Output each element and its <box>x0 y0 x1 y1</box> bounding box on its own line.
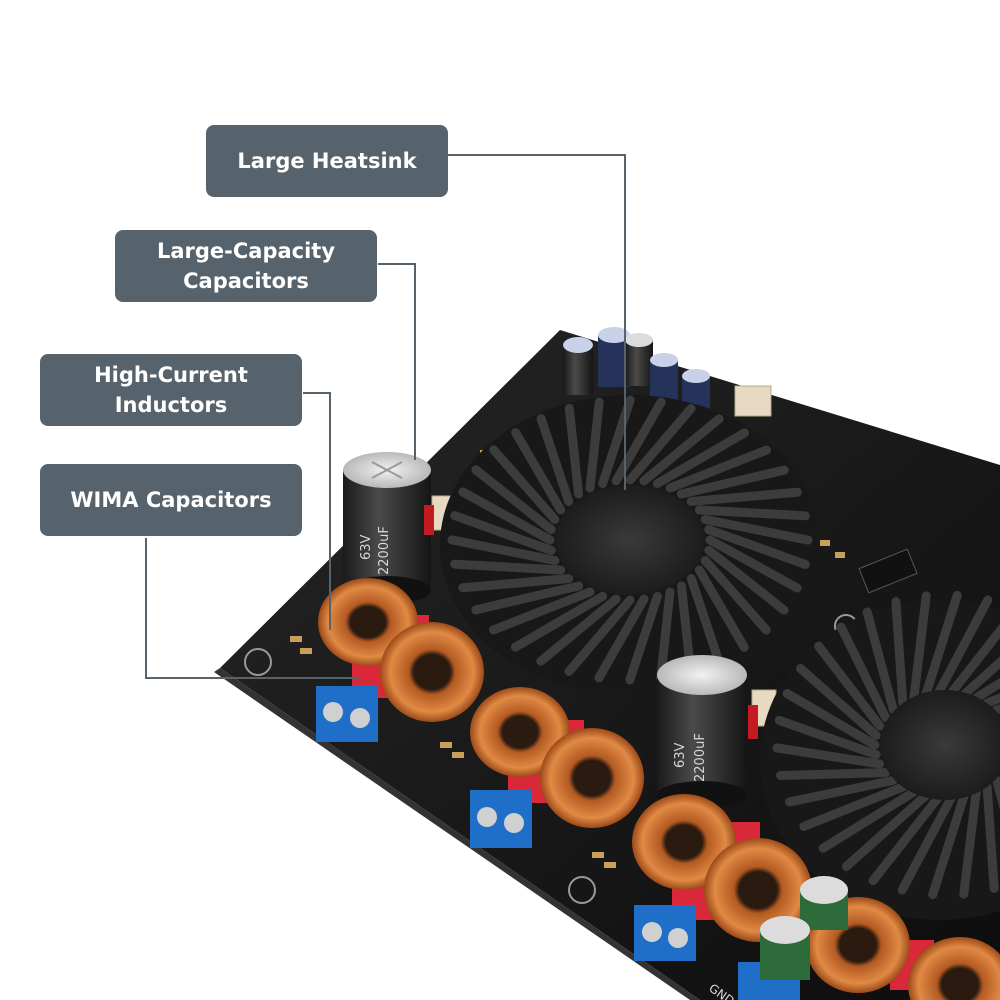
heatsink-fin <box>814 641 885 731</box>
green-capacitors <box>760 876 848 980</box>
callout-large-heatsink: Large Heatsink <box>206 125 448 197</box>
heatsink-fin <box>700 556 771 635</box>
heatsink-fin <box>891 597 908 708</box>
heatsink-fin <box>818 787 919 853</box>
heatsink-fin <box>458 574 574 593</box>
capacitor-marking: 63V <box>359 534 374 560</box>
heatsink-fin <box>694 505 810 521</box>
heatsink-fin <box>639 414 724 486</box>
heatsink-fin <box>536 594 621 666</box>
heatsink-fin <box>785 775 898 807</box>
heatsink-fin <box>704 545 789 615</box>
heatsink-fin <box>471 581 584 615</box>
large-capacitor: 63V 2200uF <box>657 655 758 809</box>
heatsink-fin <box>676 465 789 499</box>
inductor-group-3 <box>632 794 812 961</box>
heatsink-fin <box>946 623 1000 698</box>
heatsink-fin <box>971 677 1000 703</box>
heatsink-fin <box>450 511 556 555</box>
callout-wima-capacitors: WIMA Capacitors <box>40 464 302 536</box>
heatsink-fin <box>447 535 560 566</box>
capacitor-marking: 63V <box>673 742 688 768</box>
inductor-group-2 <box>470 687 644 848</box>
heatsink-fin <box>799 782 908 831</box>
heatsink-fin <box>450 559 566 575</box>
heatsink-fin <box>656 587 675 683</box>
heatsink-fin <box>625 591 662 685</box>
white-connector <box>734 385 772 417</box>
heatsink-fin <box>652 428 750 489</box>
heatsink-fin <box>841 790 931 871</box>
heatsink-fin <box>489 587 595 635</box>
capacitor-marking: 2200uF <box>693 733 708 782</box>
mounting-hole <box>568 876 596 904</box>
heatsink-fin <box>510 591 608 652</box>
heatsink-fin <box>982 782 999 893</box>
heatsink-fin <box>862 607 898 715</box>
callout-large-capacity-capacitors: Large-Capacity Capacitors <box>115 230 377 302</box>
heatsink-fin <box>458 487 555 545</box>
heatsink-fin <box>934 595 993 698</box>
callout-high-current-inductors: High-Current Inductors <box>40 354 302 426</box>
large-heatsink-secondary <box>760 590 1000 920</box>
heatsink-fin <box>897 792 956 895</box>
heatsink-fin <box>694 565 749 652</box>
callout-label-line-2: Inductors <box>114 393 228 417</box>
heatsink-fin <box>665 445 771 493</box>
heatsink-fin <box>704 525 810 569</box>
heatsink-fin <box>868 792 944 886</box>
heatsink-fin <box>625 403 696 485</box>
pcb-board-edge <box>214 668 700 1000</box>
heatsink-fin <box>772 743 885 769</box>
callout-label-line-1: High-Current <box>94 363 248 387</box>
heatsink-fin <box>564 595 635 677</box>
callout-label-line-2: Capacitors <box>183 269 309 293</box>
heatsink-fin <box>782 689 880 750</box>
heatsink-fin <box>795 664 881 740</box>
heatsink-fin <box>686 487 802 506</box>
ic-chip <box>858 548 918 594</box>
heatsink-fin <box>836 622 890 722</box>
heatsink-fin <box>686 574 724 666</box>
large-capacitor: 63V 2200uF <box>343 452 434 604</box>
heatsink-fin <box>775 768 890 780</box>
heatsink-fin <box>928 790 969 900</box>
heatsink-fin <box>959 787 981 899</box>
heatsink-fin <box>705 535 802 593</box>
heatsink-fin <box>921 590 962 700</box>
callout-label: Large Heatsink <box>237 149 417 173</box>
large-heatsink <box>440 395 820 695</box>
heatsink-fin <box>909 591 931 703</box>
heatsink-fin <box>959 656 1000 700</box>
capacitor-marking: 2200uF <box>377 526 392 575</box>
heatsink-fin <box>594 594 649 683</box>
callout-label: WIMA Capacitors <box>70 488 272 512</box>
callout-label-line-1: Large-Capacity <box>156 239 336 263</box>
heatsink-fin <box>700 514 813 545</box>
heatsink-fin <box>774 715 881 760</box>
